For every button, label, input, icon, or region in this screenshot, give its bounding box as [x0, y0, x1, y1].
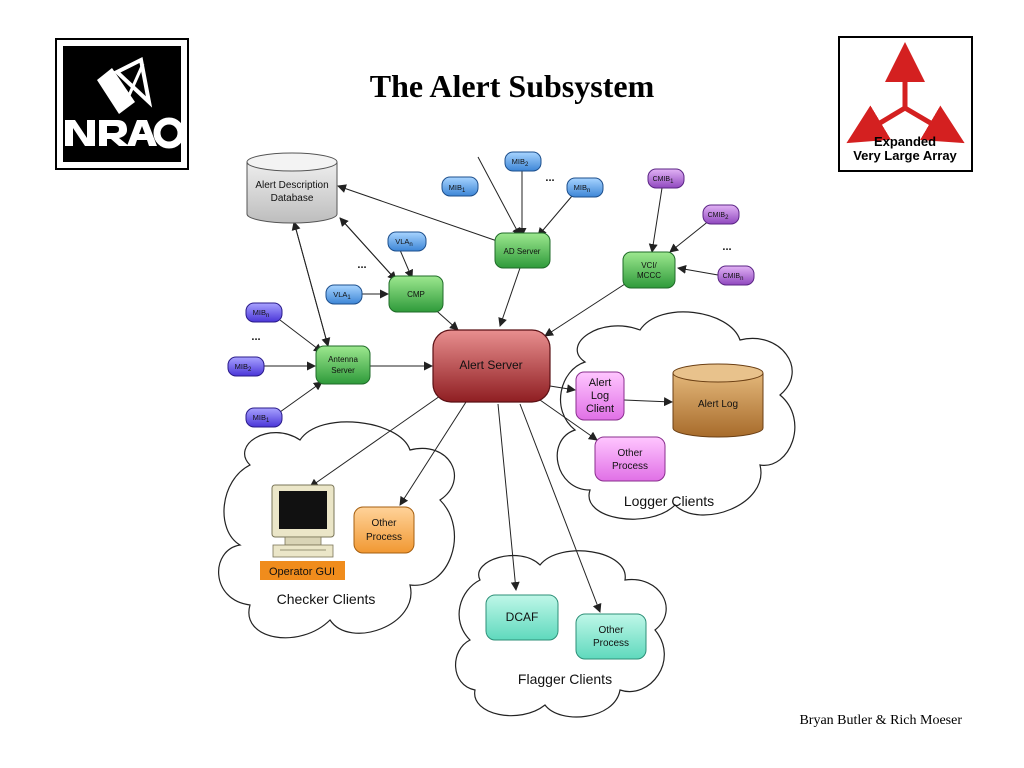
alert-log-label: Alert Log [698, 399, 738, 410]
svg-text:MIB1: MIB1 [253, 413, 270, 424]
log-client-line2: Log [591, 390, 609, 402]
edge-cmibn-vci [677, 264, 719, 276]
evla-logo-line2: Very Large Array [853, 148, 957, 163]
ad-server-label: AD Server [504, 247, 541, 256]
ellipsis-ad: ... [545, 172, 554, 184]
antenna-server-node: Antenna Server [315, 345, 371, 385]
other-checker-line2: Process [366, 532, 402, 543]
ad-server-node: AD Server [494, 232, 551, 269]
ellipsis-cmib: ... [722, 241, 731, 253]
svg-text:CMIBn: CMIBn [723, 273, 744, 282]
vla-node-1: VLA1 [325, 284, 363, 305]
mib-node-ad-1: MIB1 [441, 176, 479, 197]
cmib-node-1: CMIB1 [647, 168, 685, 189]
svg-text:VLAn: VLAn [395, 237, 413, 248]
flagger-clients-label: Flagger Clients [518, 671, 612, 687]
edge-mib1-antenna [279, 381, 323, 413]
edge-logclient-log [623, 397, 673, 407]
other-process-flagger-node: Other Process [575, 613, 647, 660]
vci-label-line2: MCCC [637, 271, 661, 280]
svg-text:MIB2: MIB2 [235, 362, 252, 373]
checker-clients-label: Checker Clients [277, 591, 376, 607]
other-logger-line1: Other [617, 448, 643, 459]
page-title: The Alert Subsystem [369, 68, 655, 104]
dcaf-label: DCAF [506, 610, 539, 624]
antenna-label-line1: Antenna [328, 355, 358, 364]
edge-antenna-db [291, 221, 329, 347]
edge-mibn-ad [537, 195, 573, 237]
svg-text:MIBn: MIBn [253, 308, 270, 319]
other-process-logger-node: Other Process [594, 436, 666, 482]
database-label-line1: Alert Description [255, 180, 328, 191]
edge-alert-logclient [549, 384, 576, 394]
evla-logo-line1: Expanded [874, 134, 936, 149]
edge-cmib1-vci [648, 187, 663, 253]
edge-alert-otherlogger [539, 399, 598, 441]
edge-vlan-cmp [399, 249, 413, 279]
antenna-label-line2: Server [331, 366, 355, 375]
edge-alert-otherflagger [519, 403, 602, 613]
database-label-line2: Database [271, 193, 314, 204]
operator-gui-monitor-icon [271, 484, 335, 558]
operator-gui-label-box: Operator GUI [260, 561, 345, 580]
alert-log-cylinder: Alert Log [672, 363, 764, 438]
log-client-line1: Alert [589, 377, 612, 389]
edge-cmib2-vci [669, 219, 711, 253]
cmp-node: CMP [388, 275, 444, 313]
edge-vci-alert [544, 281, 629, 337]
alert-log-client-node: Alert Log Client [575, 371, 625, 421]
other-checker-line1: Other [371, 518, 397, 529]
mib-node-ad-2: MIB2 [504, 151, 542, 172]
edge-cmp-db [339, 217, 397, 281]
checker-clients-cloud [218, 421, 456, 639]
edge-mib1-ad [477, 156, 521, 237]
evla-logo: Expanded Very Large Array [838, 36, 973, 172]
edge-ad-alert [498, 267, 521, 327]
alert-server-label: Alert Server [459, 358, 522, 372]
other-logger-line2: Process [612, 461, 648, 472]
vci-mccc-node: VCI/ MCCC [622, 251, 676, 289]
ellipsis-vla: ... [357, 259, 366, 271]
svg-text:CMIB1: CMIB1 [653, 176, 675, 185]
svg-text:MIBn: MIBn [574, 183, 591, 194]
svg-text:VLA1: VLA1 [333, 290, 351, 301]
ellipsis-antenna: ... [251, 331, 260, 343]
alert-server-node: Alert Server [432, 329, 551, 403]
flagger-clients-cloud [455, 550, 667, 718]
vci-label-line1: VCI/ [641, 261, 657, 270]
edge-ad-db [337, 184, 501, 243]
mib-node-ad-n: MIBn [566, 177, 604, 198]
dcaf-node: DCAF [485, 594, 559, 641]
author-credit: Bryan Butler & Rich Moeser [799, 713, 962, 728]
svg-text:MIB2: MIB2 [512, 157, 529, 168]
logger-clients-label: Logger Clients [624, 493, 714, 509]
other-process-checker-node: Other Process [353, 506, 415, 554]
other-flagger-line1: Other [598, 625, 624, 636]
cmp-label: CMP [407, 290, 425, 299]
mib-node-antenna-1: MIB1 [245, 407, 283, 428]
diagram-edges [264, 156, 719, 613]
nrao-logo [55, 38, 189, 170]
edge-mibn-antenna [279, 319, 323, 353]
cmib-node-n: CMIBn [717, 265, 755, 286]
mib-node-antenna-2: MIB2 [227, 356, 265, 377]
edge-alert-otherchecker [399, 401, 467, 506]
alert-description-database: Alert Description Database [246, 152, 338, 224]
svg-text:MIB1: MIB1 [449, 183, 466, 194]
vla-node-n: VLAn [387, 231, 427, 252]
edge-alert-dcaf [497, 403, 520, 591]
operator-gui-label: Operator GUI [269, 566, 335, 578]
svg-text:CMIB2: CMIB2 [708, 212, 730, 221]
edge-alert-gui [309, 395, 441, 488]
cmib-node-2: CMIB2 [702, 204, 740, 225]
mib-node-antenna-n: MIBn [245, 302, 283, 323]
log-client-line3: Client [586, 403, 614, 415]
other-flagger-line2: Process [593, 638, 629, 649]
